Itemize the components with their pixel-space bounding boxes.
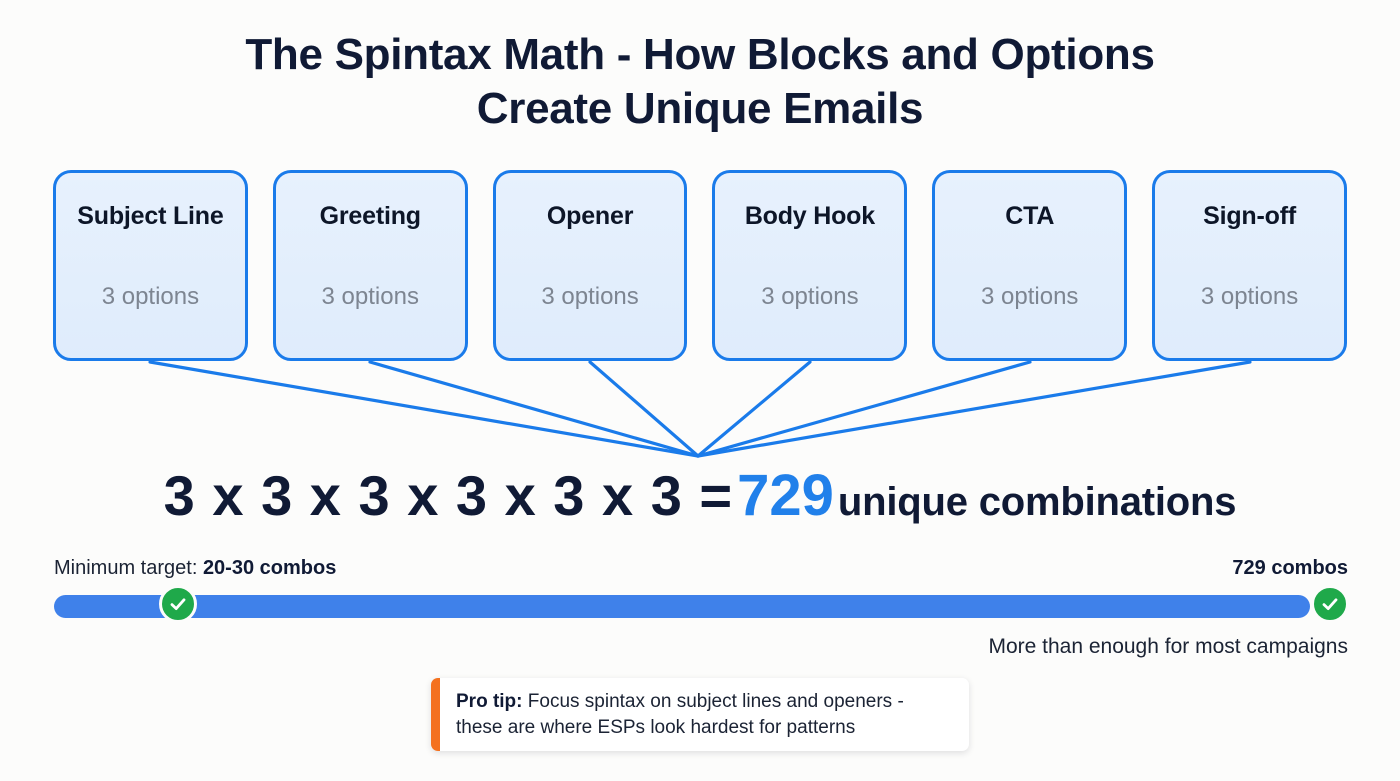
- progress-labels: Minimum target: 20-30 combos 729 combos: [54, 557, 1348, 580]
- block-label: Body Hook: [744, 202, 875, 230]
- connector-line-1: [148, 360, 700, 458]
- block-options-count: 3 options: [101, 283, 200, 310]
- page-title: The Spintax Math - How Blocks and Option…: [0, 28, 1400, 136]
- block-options-count: 3 options: [761, 283, 859, 310]
- connector-line-3: [588, 360, 700, 458]
- spintax-block[interactable]: Subject Line 3 options: [53, 170, 248, 361]
- progress-bar[interactable]: [54, 585, 1349, 623]
- block-options-count: 3 options: [1200, 283, 1299, 310]
- spintax-block[interactable]: Body Hook 3 options: [712, 170, 908, 361]
- pro-tip-body: Focus spintax on subject lines and opene…: [456, 691, 904, 738]
- minimum-target-value: 20-30 combos: [202, 557, 337, 579]
- actual-combos-marker[interactable]: [1311, 585, 1349, 623]
- accent-bar: [431, 678, 440, 751]
- pro-tip-label: Pro tip:: [456, 691, 523, 712]
- equation-expression: 3 x 3 x 3 x 3 x 3 x 3 =: [163, 464, 734, 527]
- block-label: Sign-off: [1203, 202, 1296, 230]
- equation-tail-label: unique combinations: [837, 480, 1237, 524]
- pro-tip-text: Pro tip: Focus spintax on subject lines …: [440, 678, 969, 751]
- title-line-2: Create Unique Emails: [476, 84, 924, 133]
- title-line-1: The Spintax Math - How Blocks and Option…: [245, 30, 1155, 79]
- connector-line-4: [696, 360, 812, 458]
- spintax-block[interactable]: Sign-off 3 options: [1152, 170, 1347, 361]
- connector-line-6: [696, 360, 1252, 458]
- minimum-target-marker[interactable]: [159, 585, 197, 623]
- block-options-count: 3 options: [981, 283, 1079, 310]
- block-label: Opener: [546, 202, 634, 230]
- check-icon: [1320, 594, 1340, 614]
- block-label: CTA: [1005, 202, 1055, 230]
- block-label: Subject Line: [77, 202, 224, 230]
- block-options-count: 3 options: [321, 283, 419, 310]
- max-combos-label: 729 combos: [1232, 557, 1348, 580]
- connector-line-2: [368, 360, 700, 458]
- spintax-block[interactable]: Greeting 3 options: [272, 170, 468, 361]
- max-combos-value: 729 combos: [1232, 557, 1348, 579]
- progress-note: More than enough for most campaigns: [988, 635, 1348, 658]
- minimum-target-prefix: Minimum target:: [54, 557, 203, 579]
- spintax-block-row: Subject Line 3 options Greeting 3 option…: [53, 170, 1347, 361]
- block-label: Greeting: [319, 202, 421, 230]
- equation-total: 729: [737, 463, 834, 528]
- spintax-block[interactable]: CTA 3 options: [932, 170, 1128, 361]
- check-icon: [168, 594, 188, 614]
- combination-equation: 3 x 3 x 3 x 3 x 3 x 3 = 729 unique combi…: [0, 462, 1400, 529]
- spintax-block[interactable]: Opener 3 options: [492, 170, 688, 361]
- block-options-count: 3 options: [541, 283, 639, 310]
- pro-tip-callout: Pro tip: Focus spintax on subject lines …: [431, 678, 969, 751]
- minimum-target-label: Minimum target: 20-30 combos: [54, 557, 336, 580]
- connector-line-5: [696, 360, 1032, 458]
